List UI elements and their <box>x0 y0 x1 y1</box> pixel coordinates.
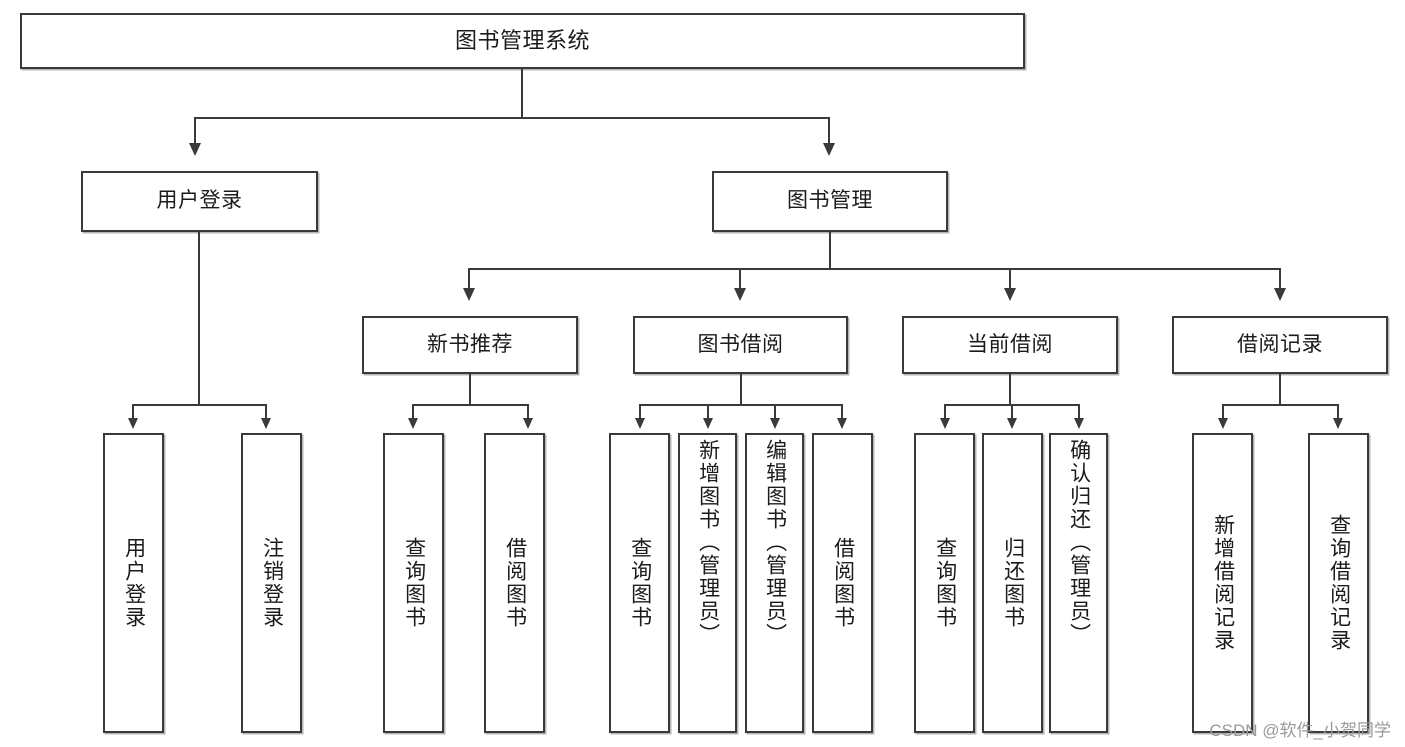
connector-borrow-record-stem <box>1279 374 1281 404</box>
leaf-current-borrow-return[interactable]: 归还图书 <box>982 433 1043 733</box>
connector-current-borrow-stem <box>1009 374 1011 404</box>
node-label: 图书管理系统 <box>454 28 590 54</box>
connector-root-to-user-login <box>194 117 196 145</box>
leaf-current-borrow-confirm[interactable]: 确认归还（管理员） <box>1049 433 1108 733</box>
node-label: 借阅图书 <box>503 537 527 629</box>
arrow-leaf-book-borrow-4 <box>837 418 847 429</box>
arrow-leaf-book-borrow-1 <box>635 418 645 429</box>
arrow-to-book-borrow <box>734 288 746 301</box>
node-label: 归还图书 <box>1001 537 1025 629</box>
connector-book-borrow-drop-1 <box>639 404 641 420</box>
leaf-user-login-logout[interactable]: 注销登录 <box>241 433 302 733</box>
connector-book-borrow-drop-4 <box>841 404 843 420</box>
connector-user-login-stem <box>198 232 200 404</box>
leaf-book-borrow-edit[interactable]: 编辑图书（管理员） <box>745 433 804 733</box>
connector-current-borrow-drop-3 <box>1078 404 1080 420</box>
arrow-leaf-current-borrow-1 <box>940 418 950 429</box>
connector-to-borrow-record <box>1279 268 1281 290</box>
leaf-book-borrow-query[interactable]: 查询图书 <box>609 433 670 733</box>
connector-new-book-drop-2 <box>527 404 529 420</box>
node-label: 新增图书（管理员） <box>696 439 720 646</box>
node-borrow-record[interactable]: 借阅记录 <box>1172 316 1388 374</box>
arrow-to-user-login <box>189 143 201 156</box>
connector-root-bus <box>194 117 830 119</box>
node-label: 图书借阅 <box>697 332 784 356</box>
node-label: 当前借阅 <box>967 332 1053 356</box>
node-label: 注销登录 <box>260 537 284 629</box>
connector-borrow-record-drop-2 <box>1337 404 1339 420</box>
arrow-leaf-new-book-1 <box>408 418 418 429</box>
leaf-borrow-record-query[interactable]: 查询借阅记录 <box>1308 433 1369 733</box>
arrow-leaf-user-login-1 <box>128 418 138 429</box>
node-book-management[interactable]: 图书管理 <box>712 171 948 232</box>
node-label: 用户登录 <box>156 189 243 213</box>
node-book-borrow[interactable]: 图书借阅 <box>633 316 848 374</box>
node-label: 查询图书 <box>933 537 957 629</box>
connector-current-borrow-drop-1 <box>944 404 946 420</box>
arrow-to-new-book <box>463 288 475 301</box>
leaf-borrow-record-add[interactable]: 新增借阅记录 <box>1192 433 1253 733</box>
connector-book-borrow-stem <box>740 374 742 404</box>
node-user-login[interactable]: 用户登录 <box>81 171 318 232</box>
connector-new-book-drop-1 <box>412 404 414 420</box>
node-new-book-recommend[interactable]: 新书推荐 <box>362 316 578 374</box>
node-label: 查询借阅记录 <box>1327 514 1351 652</box>
connector-user-login-drop-2 <box>265 404 267 420</box>
arrow-leaf-current-borrow-2 <box>1007 418 1017 429</box>
arrow-leaf-user-login-2 <box>261 418 271 429</box>
connector-to-new-book <box>468 268 470 290</box>
node-label: 借阅图书 <box>831 537 855 629</box>
node-label: 查询图书 <box>628 537 652 629</box>
connector-user-login-bus <box>132 404 266 406</box>
arrow-leaf-borrow-record-2 <box>1333 418 1343 429</box>
leaf-current-borrow-query[interactable]: 查询图书 <box>914 433 975 733</box>
connector-book-manage-stem <box>829 232 831 268</box>
connector-root-to-book-manage <box>828 117 830 145</box>
connector-current-borrow-drop-2 <box>1011 404 1013 420</box>
leaf-book-borrow-add[interactable]: 新增图书（管理员） <box>678 433 737 733</box>
connector-book-borrow-bus <box>639 404 843 406</box>
leaf-user-login-login[interactable]: 用户登录 <box>103 433 164 733</box>
csdn-watermark: CSDN @软件_小贺同学 <box>1209 716 1391 741</box>
node-label: 新增借阅记录 <box>1211 514 1235 652</box>
connector-borrow-record-drop-1 <box>1222 404 1224 420</box>
node-root-system[interactable]: 图书管理系统 <box>20 13 1025 69</box>
node-current-borrow[interactable]: 当前借阅 <box>902 316 1118 374</box>
arrow-leaf-current-borrow-3 <box>1074 418 1084 429</box>
node-label: 确认归还（管理员） <box>1067 439 1091 646</box>
connector-new-book-bus <box>412 404 528 406</box>
node-label: 图书管理 <box>787 189 873 213</box>
connector-book-borrow-drop-2 <box>707 404 709 420</box>
leaf-book-borrow-borrow[interactable]: 借阅图书 <box>812 433 873 733</box>
node-label: 用户登录 <box>122 537 146 629</box>
connector-to-book-borrow <box>739 268 741 290</box>
watermark-text: CSDN @软件_小贺同学 <box>1209 721 1391 740</box>
connector-to-current-borrow <box>1009 268 1011 290</box>
arrow-to-book-manage <box>823 143 835 156</box>
arrow-to-borrow-record <box>1274 288 1286 301</box>
connector-borrow-record-bus <box>1222 404 1338 406</box>
connector-book-borrow-drop-3 <box>774 404 776 420</box>
arrow-leaf-borrow-record-1 <box>1218 418 1228 429</box>
node-label: 编辑图书（管理员） <box>763 439 787 646</box>
node-label: 借阅记录 <box>1237 332 1323 356</box>
arrow-leaf-book-borrow-3 <box>770 418 780 429</box>
leaf-new-book-query[interactable]: 查询图书 <box>383 433 444 733</box>
arrow-leaf-new-book-2 <box>523 418 533 429</box>
leaf-new-book-borrow[interactable]: 借阅图书 <box>484 433 545 733</box>
connector-user-login-drop-1 <box>132 404 134 420</box>
node-label: 查询图书 <box>402 537 426 629</box>
arrow-leaf-book-borrow-2 <box>703 418 713 429</box>
arrow-to-current-borrow <box>1004 288 1016 301</box>
node-label: 新书推荐 <box>427 332 513 356</box>
connector-new-book-stem <box>469 374 471 404</box>
connector-level3-bus <box>468 268 1280 270</box>
connector-root-stem <box>521 69 523 117</box>
